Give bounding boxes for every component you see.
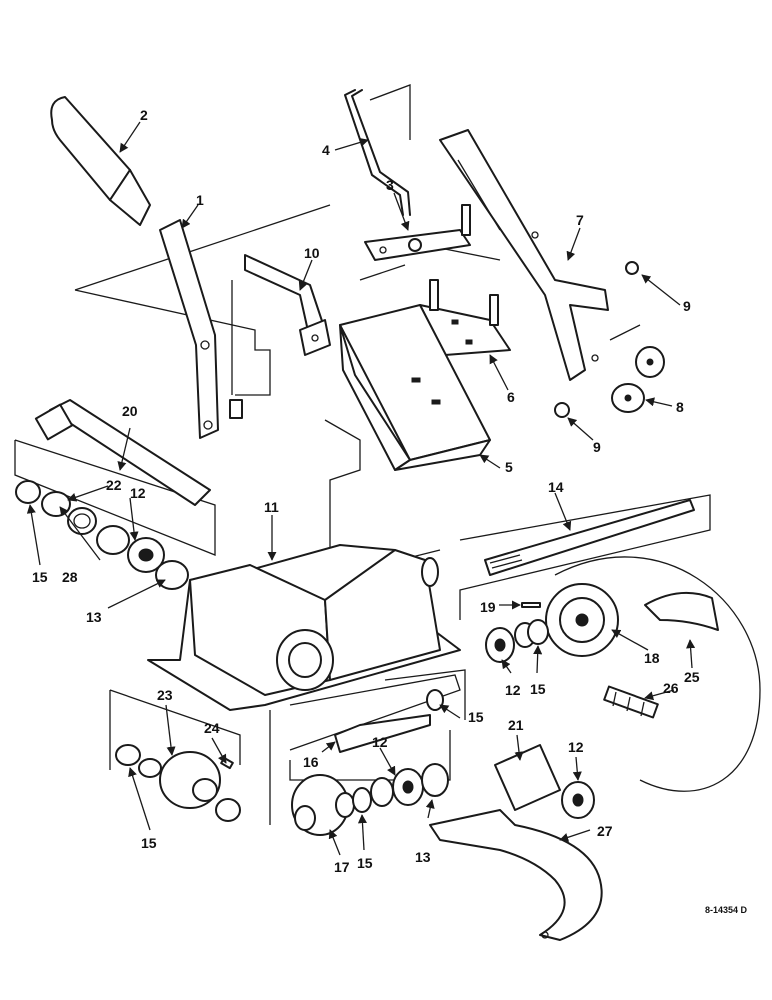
callout-10: 10 [304, 245, 320, 261]
callout-25: 25 [684, 669, 700, 685]
part-1-lever [159, 219, 243, 439]
part-8-washers [611, 346, 665, 413]
callout-27: 27 [597, 823, 613, 839]
part-18-sprocket [545, 583, 619, 657]
part-10-bracket [244, 254, 331, 356]
part-9-bolts [554, 261, 639, 418]
callout-26: 26 [663, 680, 679, 696]
callout-6: 6 [507, 389, 515, 405]
part-26-chain [603, 685, 659, 719]
callout-13b: 13 [415, 849, 431, 865]
callout-22: 22 [106, 477, 122, 493]
callout-2: 2 [140, 107, 148, 123]
callout-7: 7 [576, 212, 584, 228]
callout-15d: 15 [141, 835, 157, 851]
part-6-plate [419, 279, 511, 356]
callout-4: 4 [322, 142, 330, 158]
callout-15a: 15 [32, 569, 48, 585]
part-4-rod [344, 89, 411, 216]
part-5-cover [339, 304, 491, 471]
callout-13a: 13 [86, 609, 102, 625]
parts-16-21-tubes [334, 689, 561, 811]
lower-bearing-stack [335, 763, 595, 819]
callout-23: 23 [157, 687, 173, 703]
part-23-bevel-gear [159, 751, 234, 809]
right-bearing-stack [485, 619, 549, 663]
part-7-arm [439, 129, 609, 381]
callout-11: 11 [264, 499, 279, 515]
callout-9b: 9 [593, 439, 601, 455]
callout-labels: 1 2 3 4 5 6 7 8 9 9 10 11 12 12 12 12 13… [32, 107, 700, 875]
callout-12c: 12 [372, 734, 388, 750]
part-25-shield [644, 591, 719, 631]
part-27-guard [429, 809, 603, 941]
callout-14: 14 [548, 479, 564, 495]
drawing-code: 8-14354 D [705, 905, 748, 915]
part-20-shaft [34, 399, 211, 506]
callout-19: 19 [480, 599, 496, 615]
part-3-plate [364, 204, 471, 261]
callout-16: 16 [303, 754, 319, 770]
callout-17: 17 [334, 859, 350, 875]
part-2-handle-grip [50, 96, 151, 226]
part-14-shaft [484, 499, 695, 576]
callout-9a: 9 [683, 298, 691, 314]
callout-15b: 15 [530, 681, 546, 697]
callout-12d: 12 [568, 739, 584, 755]
callout-15c: 15 [468, 709, 484, 725]
callout-12b: 12 [505, 682, 521, 698]
callout-3: 3 [386, 177, 394, 193]
leader-arrows [26, 121, 696, 856]
part-19-key [521, 602, 541, 608]
lower-left-washers [115, 744, 241, 822]
callout-1: 1 [196, 192, 204, 208]
callout-5: 5 [505, 459, 513, 475]
left-bearing-stack [15, 480, 189, 590]
callout-18: 18 [644, 650, 660, 666]
callout-21: 21 [508, 717, 524, 733]
callout-20: 20 [122, 403, 138, 419]
callout-28: 28 [62, 569, 78, 585]
callout-24: 24 [204, 720, 220, 736]
part-11-gearbox [147, 544, 461, 711]
callout-12a: 12 [130, 485, 146, 501]
callout-8: 8 [676, 399, 684, 415]
callout-15e: 15 [357, 855, 373, 871]
